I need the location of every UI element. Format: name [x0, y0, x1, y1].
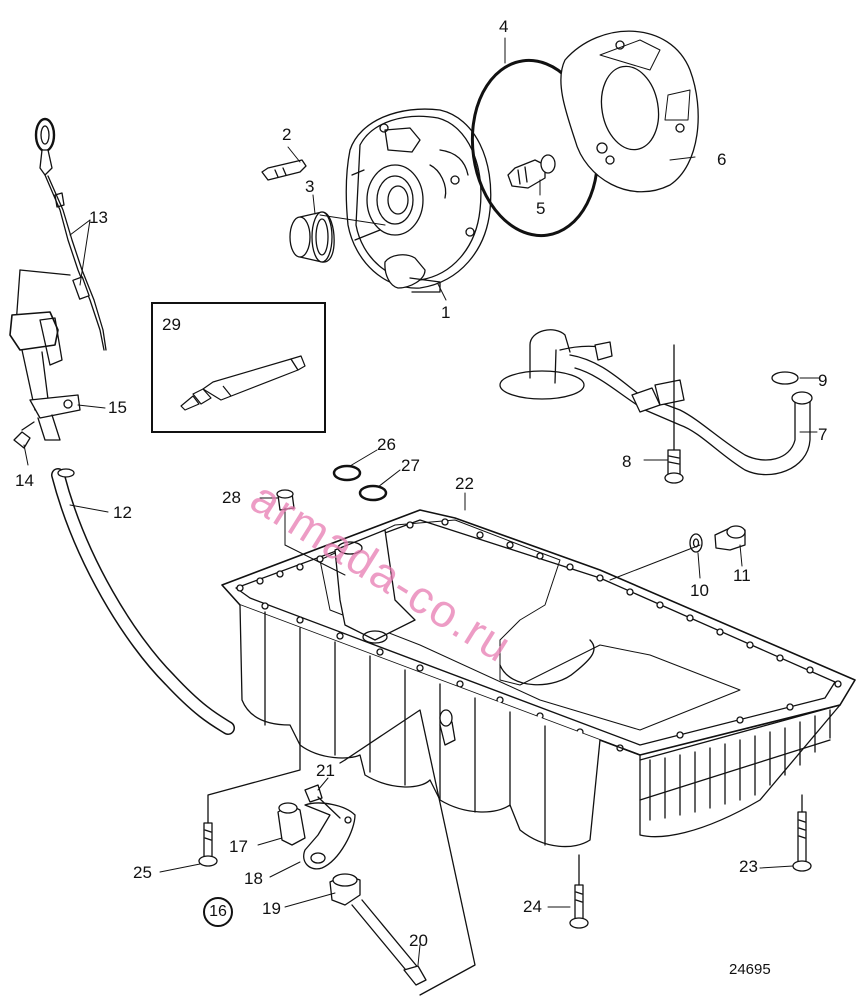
- callout-15: 15: [108, 398, 127, 417]
- callout-19: 19: [262, 899, 281, 918]
- drain-plug: [715, 526, 745, 550]
- callout-13: 13: [89, 208, 108, 227]
- callout-3: 3: [305, 177, 315, 196]
- callout-21: 21: [316, 761, 335, 780]
- oil-pan-plug: [277, 490, 294, 510]
- leader-lines: [24, 38, 820, 965]
- pan-bolt-24: [570, 855, 588, 928]
- pump-plug: [508, 155, 555, 188]
- callout-8: 8: [622, 452, 632, 471]
- callout-27: 27: [401, 456, 420, 475]
- callout-23: 23: [739, 857, 758, 876]
- sealant-inset-box: [151, 302, 326, 433]
- callout-20: 20: [409, 931, 428, 950]
- callout-7: 7: [818, 425, 828, 444]
- oil-pan: [222, 510, 855, 847]
- drawing-number: 24695: [729, 961, 771, 978]
- pump-sleeve: [290, 212, 334, 262]
- callout-18: 18: [244, 869, 263, 888]
- callout-29: 29: [162, 315, 181, 334]
- callout-24: 24: [523, 897, 542, 916]
- callout-25: 25: [133, 863, 152, 882]
- pan-bolt-25: [199, 745, 300, 866]
- callout-12: 12: [113, 503, 132, 522]
- callout-17: 17: [229, 837, 248, 856]
- pump-cover-plate: [561, 31, 698, 192]
- callout-11: 11: [733, 566, 751, 585]
- suction-pipe-o-ring: [772, 372, 798, 384]
- callout-22: 22: [455, 474, 474, 493]
- dipstick-guide-tube: [10, 270, 80, 448]
- callout-6: 6: [717, 150, 727, 169]
- callout-10: 10: [690, 581, 709, 600]
- callout-28: 28: [222, 488, 241, 507]
- drain-washer: [690, 534, 702, 552]
- pan-bolt-23: [793, 795, 811, 871]
- o-ring-26: [334, 466, 360, 480]
- oil-level-sensor-assembly: [278, 710, 475, 995]
- callout-16: 16: [203, 897, 233, 927]
- callout-9: 9: [818, 371, 828, 390]
- callout-26: 26: [377, 435, 396, 454]
- oil-suction-pipe: [500, 330, 812, 475]
- callout-14: 14: [15, 471, 34, 490]
- dipstick-hose: [58, 469, 228, 728]
- callout-2: 2: [282, 125, 292, 144]
- oil-pump-housing: [346, 109, 491, 292]
- sealant-tube-icon: [153, 304, 324, 431]
- suction-pipe-bolt: [665, 345, 683, 483]
- callout-1: 1: [441, 303, 451, 322]
- pump-bolt: [262, 160, 306, 180]
- o-ring-27: [360, 486, 386, 500]
- callout-5: 5: [536, 199, 546, 218]
- callout-4: 4: [499, 17, 509, 36]
